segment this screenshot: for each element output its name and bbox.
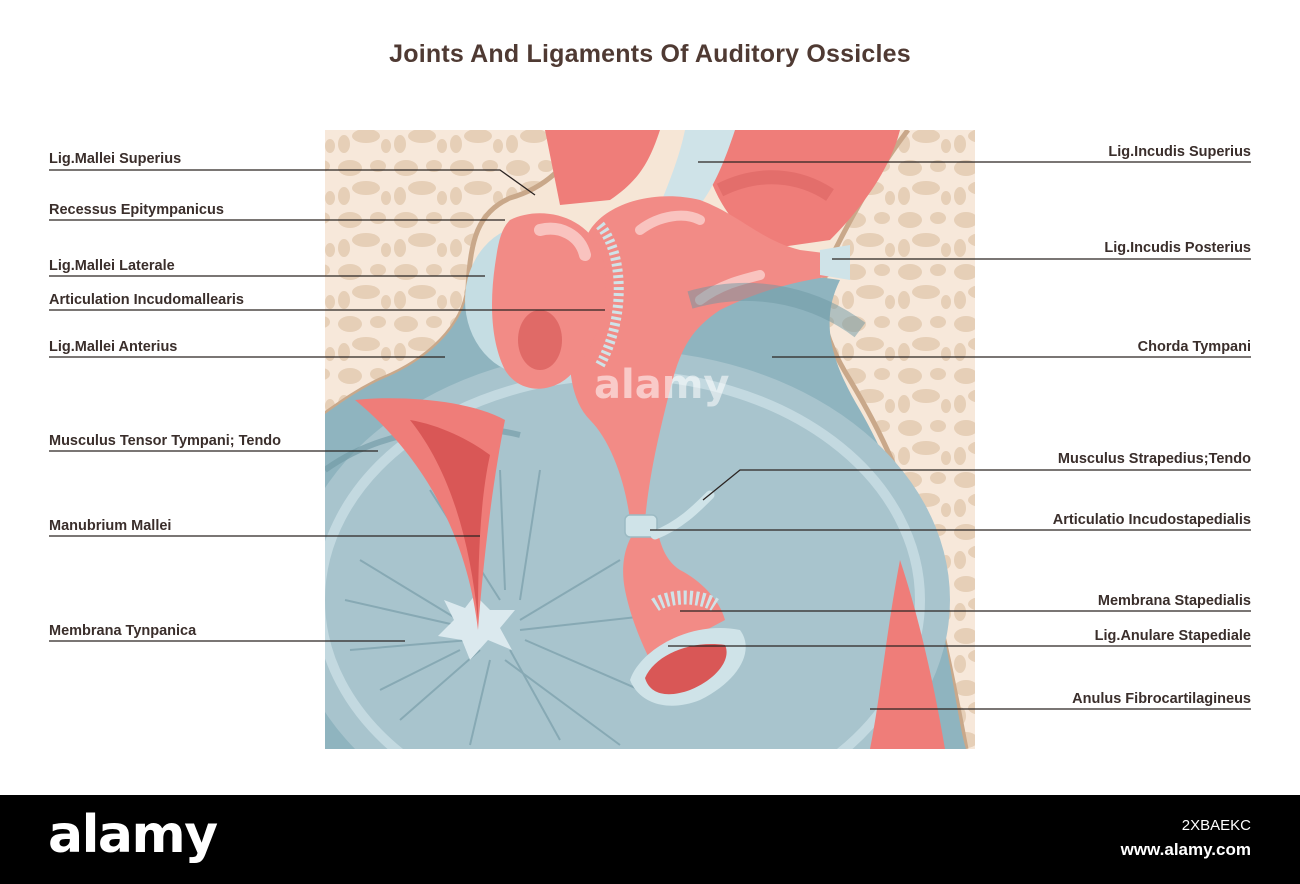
- label-articulation-incudomallearis: Articulation Incudomallearis: [49, 292, 244, 308]
- ear-ossicles-illustration: [49, 130, 1251, 749]
- label-membrana-tympanica: Membrana Tynpanica: [49, 623, 197, 639]
- label-anulus-fibrocartilagineus: Anulus Fibrocartilagineus: [1072, 691, 1251, 707]
- diagram-title: Joints And Ligaments Of Auditory Ossicle…: [389, 40, 911, 68]
- lig-mallei-superius: [660, 130, 735, 205]
- musculus-stapedius-tendon: [650, 490, 715, 540]
- footer-bar: alamy 2XBAEKC www.alamy.com: [0, 795, 1300, 884]
- label-membrana-stapedialis: Membrana Stapedialis: [1097, 593, 1251, 609]
- temporal-bone-left: [325, 130, 585, 414]
- incus: [570, 196, 840, 520]
- label-musculus-tensor-tympani: Musculus Tensor Tympani; Tendo: [49, 433, 282, 449]
- label-lig-incudis-posterius: Lig.Incudis Posterius: [1104, 240, 1251, 256]
- label-musculus-stapedius-tendo: Musculus Strapedius;Tendo: [1057, 451, 1251, 467]
- label-lig-mallei-laterale: Lig.Mallei Laterale: [49, 258, 175, 274]
- label-articulatio-incudostapedialis: Articulatio Incudostapedialis: [1052, 512, 1251, 528]
- lig-incudis-posterius: [820, 245, 850, 280]
- label-lig-anulare-stapediale: Lig.Anulare Stapediale: [1094, 628, 1251, 644]
- site-url[interactable]: www.alamy.com: [1120, 840, 1251, 859]
- leader-lines: [49, 161, 1251, 710]
- label-manubrium-mallei: Manubrium Mallei: [49, 518, 172, 534]
- label-chorda-tympani: Chorda Tympani: [1137, 339, 1251, 355]
- umbo: [438, 595, 515, 660]
- label-lig-mallei-superius: Lig.Mallei Superius: [49, 151, 182, 167]
- brand-logo[interactable]: alamy: [48, 805, 218, 865]
- label-lig-incudis-superius: Lig.Incudis Superius: [1108, 144, 1251, 160]
- label-recessus-epitympanicus: Recessus Epitympanicus: [49, 202, 224, 218]
- malleus: [545, 130, 660, 205]
- label-lig-mallei-anterius: Lig.Mallei Anterius: [49, 339, 178, 355]
- membrana-stapedialis: [651, 590, 719, 612]
- stapes: [623, 520, 725, 660]
- image-id: 2XBAEKC: [1181, 817, 1251, 834]
- anulus-fibrocartilagineus: [870, 560, 945, 749]
- articulatio-incudostapedialis: [624, 514, 658, 538]
